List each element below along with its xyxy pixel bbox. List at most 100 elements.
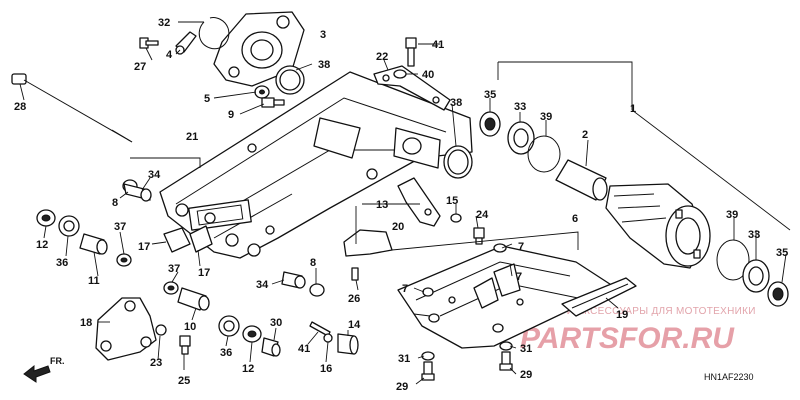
callout-34-a: 34 [148, 169, 161, 181]
callout-4: 4 [166, 49, 173, 61]
front-label: FR. [50, 356, 65, 366]
callout-39-a: 39 [540, 111, 552, 123]
callout-17-b: 17 [198, 267, 210, 279]
part-nut-small [366, 168, 378, 180]
part-37-bushing-b [163, 281, 179, 295]
diagram-code: HN1AF2230 [704, 372, 754, 382]
part-26-screw [351, 267, 359, 281]
part-21-swingarm [159, 71, 473, 259]
callout-15: 15 [446, 195, 458, 207]
callout-21: 21 [186, 131, 198, 143]
part-13-guide [397, 177, 441, 227]
part-3-pivot-plate [213, 11, 305, 87]
part-30-collar [261, 337, 281, 357]
callout-16: 16 [320, 363, 332, 375]
part-38-seal-top [275, 65, 305, 95]
part-36-bearing-b [218, 315, 240, 337]
callout-38-mid: 38 [450, 97, 462, 109]
part-28-pivot-axle [11, 73, 133, 143]
callout-34-b: 34 [256, 279, 269, 291]
callout-29-b: 29 [520, 369, 532, 381]
callout-7-b: 7 [516, 271, 522, 283]
part-41-bolt-top [405, 37, 417, 67]
callout-41-top: 41 [432, 39, 444, 51]
part-5-bushing [254, 85, 270, 99]
part-32-circlip [198, 17, 230, 50]
callout-22: 22 [376, 51, 388, 63]
watermark-text: ЗАПЧАСТИ И АКСЕССУАРЫ ДЛЯ МОТОТЕХНИКИ [508, 306, 756, 317]
callout-32: 32 [158, 17, 170, 29]
front-direction-arrow: FR. [23, 356, 65, 383]
callout-20: 20 [392, 221, 404, 233]
callout-35-a: 35 [484, 89, 496, 101]
part-34-collar-a [123, 183, 152, 202]
part-15-bolt [450, 213, 462, 223]
part-8-bushing-b [309, 283, 325, 297]
part-37-bushing-a [116, 253, 132, 267]
callout-26: 26 [348, 293, 360, 305]
callout-9: 9 [228, 109, 234, 121]
callout-39-b: 39 [726, 209, 738, 221]
callout-35-b: 35 [776, 247, 788, 259]
part-6-skid-plate [397, 243, 617, 349]
part-12-seal-a [36, 209, 56, 227]
part-29-bolt-b [499, 351, 513, 371]
callout-31-a: 31 [398, 353, 410, 365]
part-38-seal-mid [443, 145, 473, 179]
leader-lines [19, 21, 791, 385]
callout-25: 25 [178, 375, 190, 387]
part-11-collar [79, 233, 108, 255]
callout-36-b: 36 [220, 347, 232, 359]
callout-38-top: 38 [318, 59, 330, 71]
part-17-pad-b [189, 225, 213, 253]
callout-labels: 32 2 7 4 3 38 5 9 28 21 22 41 40 38 35 33… [14, 17, 788, 393]
part-20-plate [343, 229, 393, 257]
part-39-o-ring-a [527, 135, 561, 173]
part-29-bolt-a [421, 361, 435, 381]
callout-5: 5 [204, 93, 210, 105]
callout-1: 1 [630, 103, 636, 115]
callout-18: 18 [80, 317, 92, 329]
part-18-shock-link [95, 297, 157, 361]
part-31-washer-b [499, 341, 513, 351]
part-33-bearing-a [507, 121, 535, 155]
callout-28: 28 [14, 101, 26, 113]
callout-3: 3 [320, 29, 326, 41]
callout-11: 11 [88, 275, 100, 287]
part-35-dust-seal-a [479, 111, 501, 137]
callout-33-a: 33 [514, 101, 526, 113]
callout-12-b: 12 [242, 363, 254, 375]
callout-8-a: 8 [112, 197, 118, 209]
callout-30: 30 [270, 317, 282, 329]
callout-33-b: 33 [748, 229, 760, 241]
part-19-chain-slider [561, 277, 637, 317]
part-12-seal-b [242, 325, 262, 343]
part-40-washer [393, 69, 407, 79]
part-23-nut [155, 324, 167, 336]
part-36-bearing-a [58, 215, 80, 237]
callout-12-a: 12 [36, 239, 48, 251]
watermark-logo: PARTSFOR.RU [520, 322, 735, 355]
callout-31-b: 31 [520, 343, 532, 355]
callout-14: 14 [348, 319, 361, 331]
part-14-bushing [337, 333, 359, 355]
callout-8-b: 8 [310, 257, 316, 269]
callout-2: 2 [582, 129, 588, 141]
part-34-collar-b [281, 271, 306, 289]
callout-24: 24 [476, 209, 489, 221]
callout-6: 6 [572, 213, 578, 225]
callout-37-a: 37 [114, 221, 126, 233]
part-27-bolt [139, 37, 159, 49]
callout-19: 19 [616, 309, 628, 321]
part-22-guide [373, 65, 451, 111]
watermark: ЗАПЧАСТИ И АКСЕССУАРЫ ДЛЯ МОТОТЕХНИКИ PA… [508, 306, 756, 355]
callout-41-lower: 41 [298, 343, 310, 355]
part-31-washer-a [421, 351, 435, 361]
part-16-washer [323, 333, 333, 343]
part-33-bearing-b [742, 259, 770, 293]
callout-36-a: 36 [56, 257, 68, 269]
part-39-o-ring-b [716, 239, 750, 281]
callout-40: 40 [422, 69, 434, 81]
callout-7-a: 7 [518, 241, 524, 253]
